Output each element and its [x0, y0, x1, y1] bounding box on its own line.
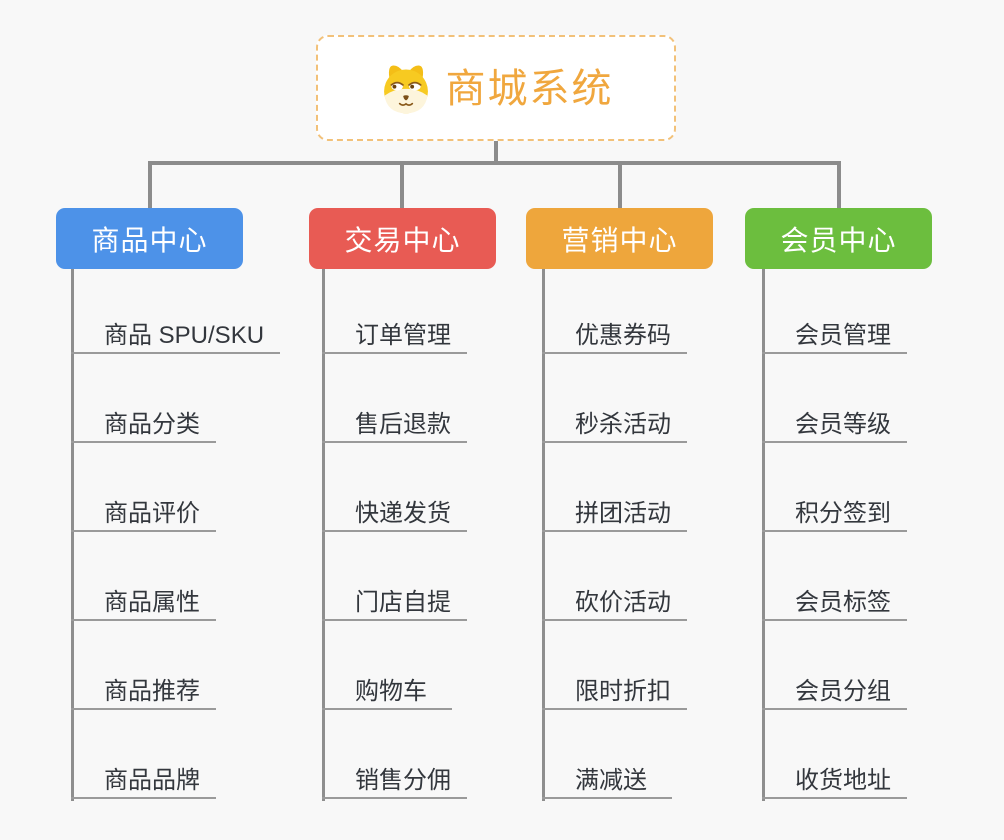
root-node[interactable]: 商城系统 — [316, 35, 676, 141]
branch-item[interactable]: 收货地址 — [762, 761, 907, 799]
branch-item[interactable]: 商品推荐 — [71, 672, 216, 710]
drop-connector-product — [148, 164, 152, 208]
branch-item[interactable]: 积分签到 — [762, 494, 907, 532]
branch-item[interactable]: 优惠券码 — [542, 316, 687, 354]
branch-header-member[interactable]: 会员中心 — [745, 208, 932, 269]
branch-item[interactable]: 销售分佣 — [322, 761, 467, 799]
branch-items-marketing: 优惠券码 秒杀活动 拼团活动 砍价活动 限时折扣 满减送 — [542, 316, 687, 840]
branch-item[interactable]: 订单管理 — [322, 316, 467, 354]
branch-items-product: 商品 SPU/SKU 商品分类 商品评价 商品属性 商品推荐 商品品牌 — [71, 316, 281, 840]
drop-connector-member — [837, 164, 841, 208]
branch-item[interactable]: 商品品牌 — [71, 761, 216, 799]
branch-item[interactable]: 商品 SPU/SKU — [71, 316, 281, 354]
branch-spine-member — [762, 269, 765, 801]
branch-item[interactable]: 限时折扣 — [542, 672, 687, 710]
branch-item[interactable]: 商品分类 — [71, 405, 216, 443]
branch-item[interactable]: 购物车 — [322, 672, 452, 710]
branch-item[interactable]: 满减送 — [542, 761, 672, 799]
branch-item[interactable]: 砍价活动 — [542, 583, 687, 621]
branch-item[interactable]: 会员标签 — [762, 583, 907, 621]
branch-spine-trade — [322, 269, 325, 801]
drop-connector-trade — [400, 164, 404, 208]
drop-connector-marketing — [618, 164, 622, 208]
root-horizontal-connector — [148, 161, 841, 165]
branch-item[interactable]: 商品评价 — [71, 494, 216, 532]
branch-header-marketing[interactable]: 营销中心 — [526, 208, 713, 269]
branch-item[interactable]: 拼团活动 — [542, 494, 687, 532]
root-title: 商城系统 — [445, 67, 614, 111]
branch-item[interactable]: 秒杀活动 — [542, 405, 687, 443]
branch-item[interactable]: 商品属性 — [71, 583, 216, 621]
branch-item[interactable]: 快递发货 — [322, 494, 467, 532]
branch-item[interactable]: 会员等级 — [762, 405, 907, 443]
branch-item[interactable]: 会员分组 — [762, 672, 907, 710]
branch-header-product[interactable]: 商品中心 — [56, 208, 243, 269]
branch-header-trade[interactable]: 交易中心 — [309, 208, 496, 269]
root-stub-connector — [494, 141, 498, 165]
branch-spine-marketing — [542, 269, 545, 801]
branch-item[interactable]: 售后退款 — [322, 405, 467, 443]
branch-items-member: 会员管理 会员等级 积分签到 会员标签 会员分组 收货地址 — [762, 316, 907, 840]
branch-spine-product — [71, 269, 74, 801]
dog-face-icon — [379, 61, 433, 115]
branch-item[interactable]: 门店自提 — [322, 583, 467, 621]
branch-item[interactable]: 会员管理 — [762, 316, 907, 354]
branch-items-trade: 订单管理 售后退款 快递发货 门店自提 购物车 销售分佣 — [322, 316, 467, 840]
